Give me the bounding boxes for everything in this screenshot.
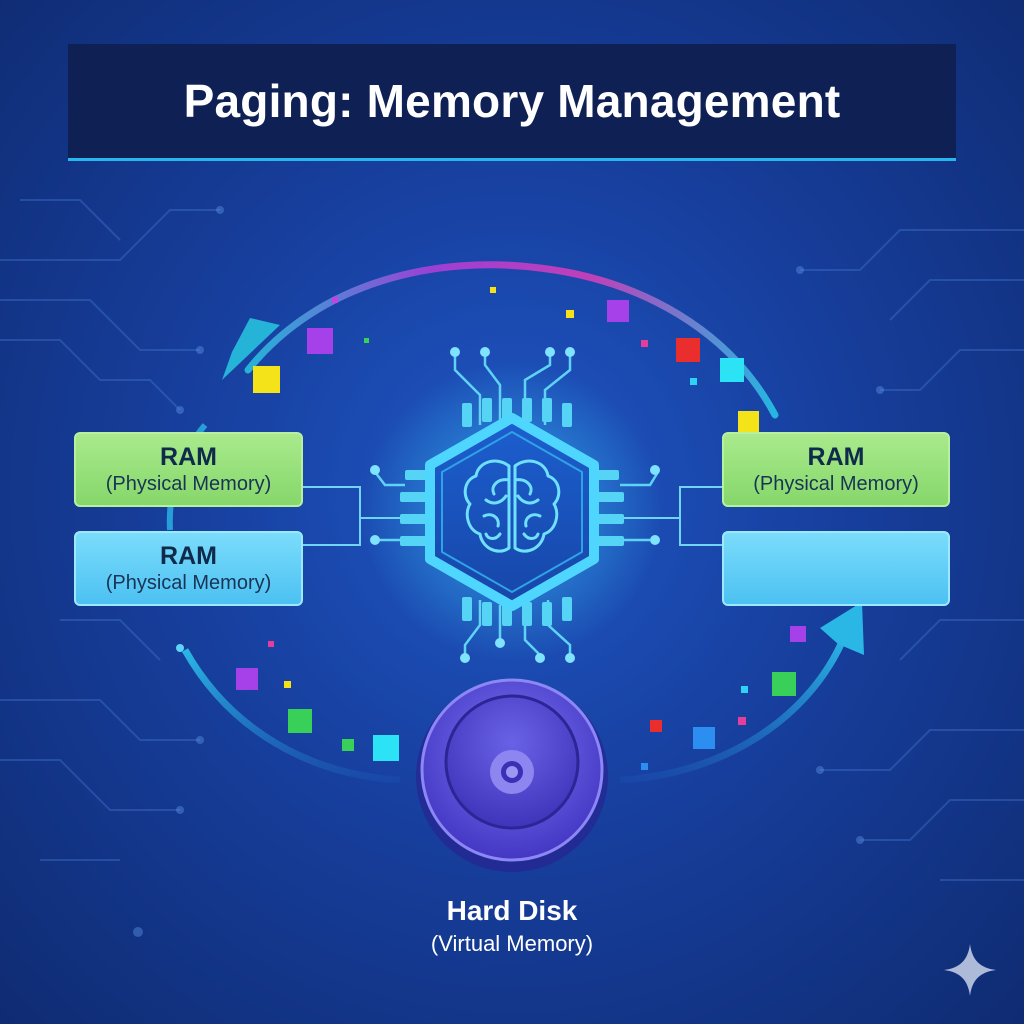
right-ram-box: RAM (Physical Memory) — [722, 432, 950, 507]
disk-icon — [416, 678, 608, 872]
circuit-background — [0, 199, 1024, 881]
bottom-left-arc — [181, 648, 401, 784]
disk-label: Hard Disk — [446, 895, 578, 926]
left-ram-subtitle: (Physical Memory) — [105, 472, 272, 495]
sparkle-icon — [944, 944, 996, 996]
left-ram-box: RAM (Physical Memory) — [74, 432, 303, 507]
bottom-arc-arrowhead — [820, 602, 864, 655]
right-ram-label: RAM — [807, 442, 865, 471]
top-cycle-arc — [244, 261, 779, 419]
circuit-nodes — [133, 206, 884, 937]
left-ram-secondary-label: RAM — [160, 541, 217, 570]
left-ram-box-secondary: RAM (Physical Memory) — [74, 531, 303, 606]
chip-trace-nodes — [370, 347, 660, 663]
right-empty-box — [722, 531, 950, 606]
box-connectors — [303, 486, 722, 546]
page-title: Paging: Memory Management — [183, 75, 841, 127]
left-ram-secondary-subtitle: (Physical Memory) — [105, 571, 272, 594]
disk-caption: Hard Disk (Virtual Memory) — [362, 893, 662, 959]
title-bar: Paging: Memory Management — [68, 44, 956, 161]
top-arc-arrowhead — [222, 318, 280, 380]
bottom-right-arc — [619, 633, 849, 784]
right-ram-subtitle: (Physical Memory) — [753, 472, 919, 495]
brain-icon — [463, 459, 561, 553]
left-ram-label: RAM — [160, 442, 217, 471]
page-squares — [176, 287, 806, 770]
cpu-chip-icon — [425, 413, 599, 611]
disk-subtitle: (Virtual Memory) — [430, 931, 594, 956]
